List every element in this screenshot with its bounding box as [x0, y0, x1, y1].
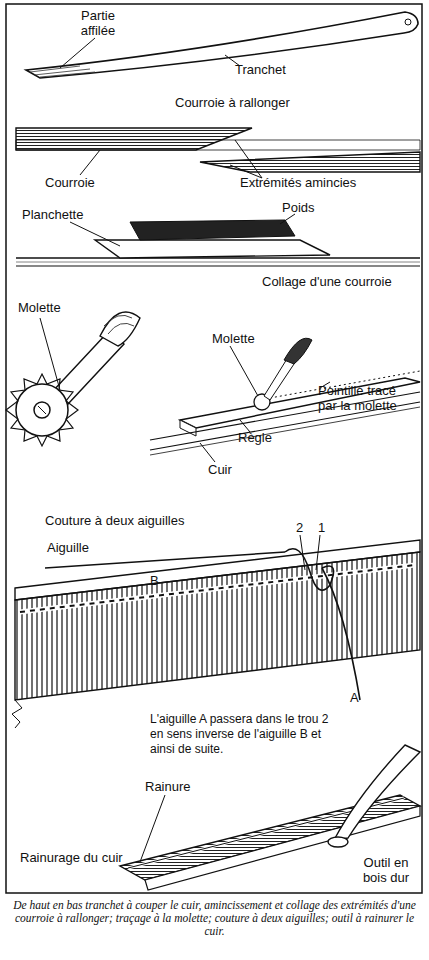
part-label: Partie affilée	[68, 8, 128, 38]
caption: De haut en bas tranchet à couper le cuir…	[12, 899, 417, 938]
part-label: Molette	[212, 331, 255, 346]
part-label: A	[350, 690, 359, 705]
part-label: Extrémités amincies	[240, 175, 356, 190]
part-label: Collage d'une courroie	[262, 274, 392, 289]
part-label: L'aiguille A passera dans le trou 2 en s…	[150, 712, 335, 757]
part-label: Couture à deux aiguilles	[45, 513, 184, 528]
part-label: Molette	[18, 300, 61, 315]
belt-drawing	[16, 128, 420, 178]
part-label: Pointillé tracé par la molette	[318, 383, 413, 413]
grooving-drawing	[120, 745, 420, 890]
part-label: Cuir	[208, 462, 232, 477]
part-label: Tranchet	[235, 62, 286, 77]
part-label: Aiguille	[47, 540, 89, 555]
part-label: Courroie à rallonger	[175, 95, 290, 110]
part-label: Rainure	[145, 779, 191, 794]
callout-number: 1	[318, 520, 325, 535]
part-label: Rainurage du cuir	[20, 850, 123, 865]
tracing-wheel-drawing	[6, 312, 420, 462]
part-label: Règle	[238, 430, 272, 445]
stitching-drawing	[12, 535, 420, 728]
part-label: Outil en bois dur	[352, 855, 420, 885]
part-label: Courroie	[45, 175, 95, 190]
part-label: Planchette	[22, 207, 83, 222]
part-label: B	[150, 573, 159, 588]
callout-number: 2	[296, 520, 303, 535]
frame	[6, 4, 422, 893]
part-label: Poids	[282, 200, 315, 215]
